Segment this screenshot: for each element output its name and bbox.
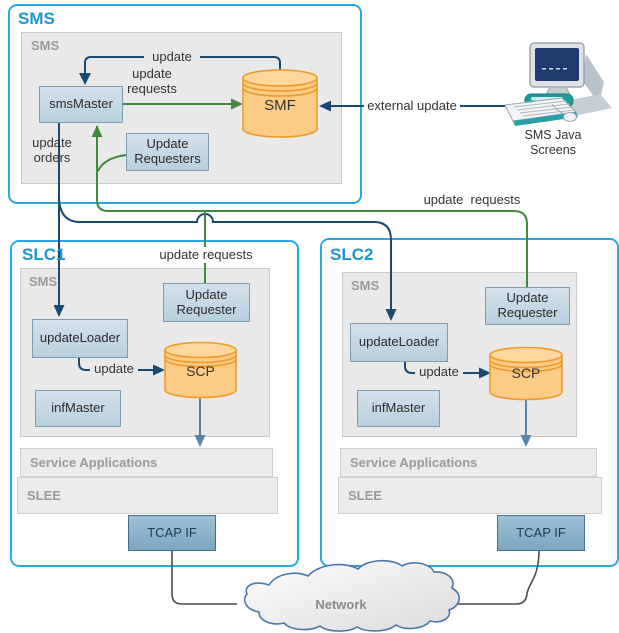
network-label: Network bbox=[315, 597, 367, 612]
label-update-requests-sms: update requests bbox=[127, 66, 177, 97]
label-sms-java-screens: SMS Java Screens bbox=[524, 128, 582, 157]
slc1-slee-bar: SLEE bbox=[17, 477, 278, 514]
slc1-group-title: SLC1 bbox=[22, 245, 66, 264]
slc2-inf-master-box: infMaster bbox=[357, 390, 440, 427]
label-external-update: external update bbox=[364, 98, 460, 114]
sms-master-box: smsMaster bbox=[39, 86, 123, 123]
slc1-inf-master-box: infMaster bbox=[35, 390, 121, 427]
network-cloud-icon bbox=[243, 559, 460, 632]
desktop-computer-icon bbox=[504, 42, 612, 126]
slc2-service-applications-bar: Service Applications bbox=[340, 448, 597, 477]
slc2-slee-bar: SLEE bbox=[338, 477, 602, 514]
sms-group-title: SMS bbox=[18, 9, 55, 28]
tcap-network-connectors bbox=[171, 550, 540, 605]
smf-label: SMF bbox=[264, 97, 296, 114]
label-update-slc1: update bbox=[90, 361, 138, 377]
slc1-inner-panel-label: SMS bbox=[29, 274, 58, 289]
slc1-scp-database-icon bbox=[164, 341, 237, 399]
slc1-service-applications-bar: Service Applications bbox=[20, 448, 273, 477]
label-update-orders: update orders bbox=[32, 135, 72, 166]
slc2-tcap-if-box: TCAP IF bbox=[497, 515, 585, 551]
slc1-update-requester-box: Update Requester bbox=[163, 283, 250, 322]
slc1-update-loader-box: updateLoader bbox=[32, 319, 128, 358]
navy-arrowheads bbox=[53, 73, 491, 379]
label-update-requests-slc2: update requests bbox=[423, 192, 521, 207]
slc1-tcap-if-box: TCAP IF bbox=[128, 515, 216, 551]
update-requesters-box: Update Requesters bbox=[126, 133, 209, 171]
label-update-requests-slc1: update requests bbox=[155, 247, 257, 263]
slc1-scp-label: SCP bbox=[186, 363, 215, 379]
label-update-slc2: update bbox=[415, 364, 463, 380]
steel-arrowheads bbox=[194, 435, 532, 447]
green-arrowheads bbox=[91, 98, 243, 137]
slc2-scp-database-icon bbox=[489, 346, 563, 401]
slc2-scp-label: SCP bbox=[511, 365, 541, 381]
slc2-group-title: SLC2 bbox=[330, 245, 374, 264]
steel-wires bbox=[199, 396, 527, 435]
label-update-top: update bbox=[144, 49, 200, 65]
smf-database-icon bbox=[242, 69, 318, 138]
slc2-inner-panel-label: SMS bbox=[351, 278, 380, 293]
slc2-update-loader-box: updateLoader bbox=[350, 323, 448, 362]
sms-inner-panel-label: SMS bbox=[31, 38, 60, 53]
slc2-update-requester-box: Update Requester bbox=[485, 287, 570, 325]
